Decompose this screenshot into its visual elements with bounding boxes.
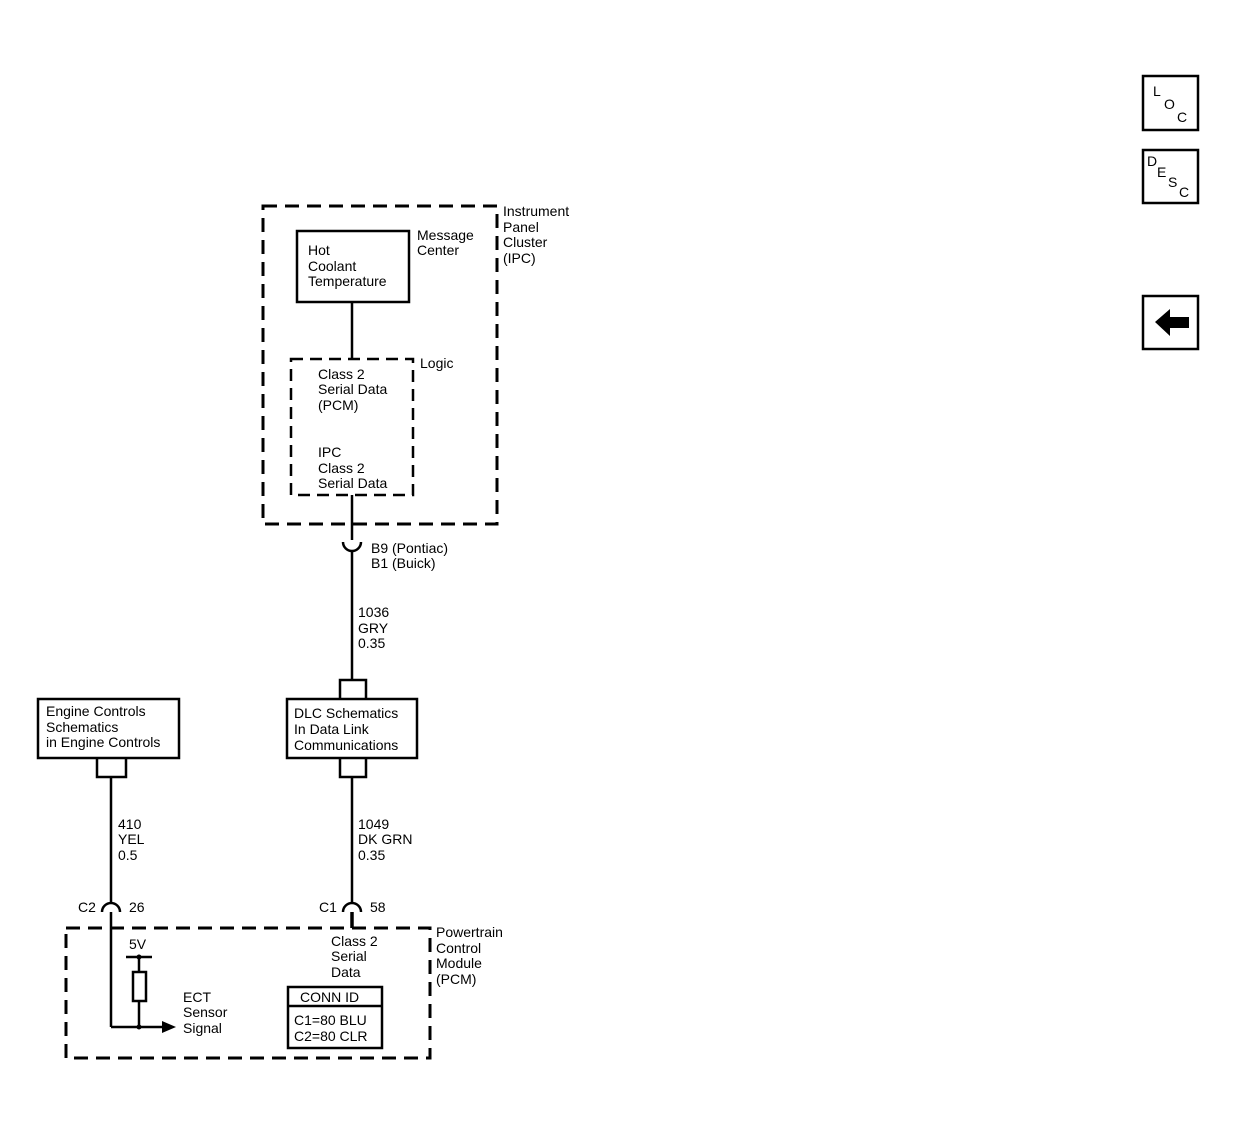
message-center-box	[295, 229, 411, 304]
ipc-outline	[261, 204, 499, 526]
ect-sensor-signal-label: ECT Sensor Signal	[183, 989, 231, 1036]
signal-node	[136, 1024, 142, 1030]
c2-connector-name: C2	[78, 899, 96, 915]
conn-id-row: C1=80 BLU	[294, 1012, 367, 1028]
logic-label: Logic	[420, 355, 453, 371]
loc-button[interactable]: L O C	[1141, 74, 1200, 132]
pcm-label: Powertrain Control Module (PCM)	[436, 924, 507, 987]
engine-controls-reference-text: Engine Controls Schematics in Engine Con…	[46, 703, 160, 750]
desc-letter-s: S	[1168, 174, 1177, 190]
ipc-connector-symbol	[341, 541, 363, 553]
pcm-outline	[64, 926, 432, 1060]
dlc-reference-box[interactable]	[285, 697, 419, 760]
wire-1049-label: 1049 DK GRN 0.35	[358, 816, 416, 863]
engine-controls-reference-box[interactable]	[36, 697, 181, 760]
loc-letter-l: L	[1153, 83, 1161, 99]
wire-1036-label: 1036 GRY 0.35	[358, 604, 393, 651]
desc-button[interactable]: D E S C	[1141, 148, 1200, 205]
message-center-text: Hot Coolant Temperature	[308, 242, 387, 289]
back-button[interactable]	[1141, 294, 1200, 351]
pullup-resistor	[131, 970, 148, 1003]
conn-id-row: C2=80 CLR	[294, 1028, 368, 1044]
desc-letter-c: C	[1179, 184, 1189, 200]
conn-id-title: CONN ID	[300, 989, 359, 1005]
engine-controls-bottom-tab	[95, 758, 128, 779]
supply-voltage-label: 5V	[129, 936, 147, 952]
dlc-reference-text: DLC Schematics In Data Link Communicatio…	[294, 705, 402, 753]
logic-outline	[289, 357, 415, 497]
conn-id-table: CONN ID C1=80 BLU C2=80 CLR	[286, 985, 384, 1050]
c1-connector-name: C1	[319, 899, 337, 915]
loc-letter-c: C	[1177, 109, 1187, 125]
c1-connector-symbol	[341, 901, 363, 913]
ipc-label: Instrument Panel Cluster (IPC)	[503, 203, 573, 266]
dlc-top-tab	[338, 678, 368, 699]
logic-serial-ipc: IPC Class 2 Serial Data	[318, 444, 387, 491]
ipc-connector-label: B9 (Pontiac) B1 (Buick)	[371, 540, 452, 571]
logic-serial-pcm: Class 2 Serial Data (PCM)	[318, 366, 391, 413]
loc-letter-o: O	[1164, 96, 1175, 112]
c2-pin-number: 26	[129, 899, 145, 915]
class2-serial-data-label: Class 2 Serial Data	[331, 933, 382, 980]
desc-letter-d: D	[1147, 153, 1157, 169]
message-center-label: Message Center	[417, 227, 478, 258]
desc-letter-e: E	[1157, 164, 1166, 180]
c2-connector-symbol	[100, 901, 122, 913]
wire-410-label: 410 YEL 0.5	[118, 816, 148, 863]
dlc-bottom-tab	[338, 758, 368, 779]
c1-pin-number: 58	[370, 899, 386, 915]
left-arrow-icon	[1155, 309, 1189, 336]
ect-signal-arrow	[162, 1021, 176, 1033]
supply-node	[136, 954, 142, 960]
